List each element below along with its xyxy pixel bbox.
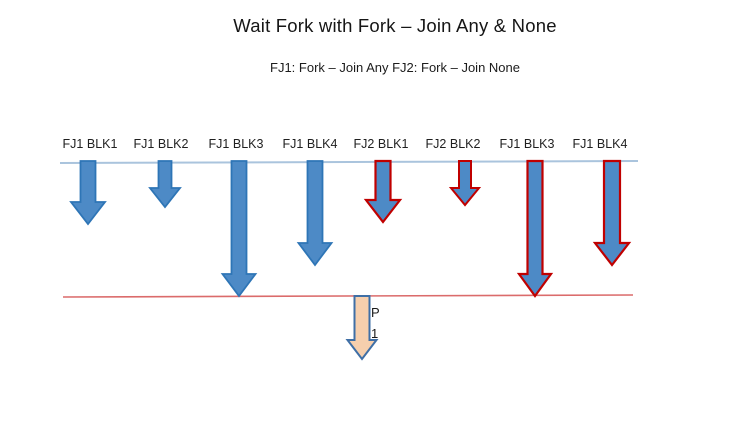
- block-arrow-1: [69, 160, 107, 226]
- block-arrow-4: [296, 160, 334, 267]
- block-label-5: FJ2 BLK1: [354, 137, 409, 151]
- slide-subtitle: FJ1: Fork – Join Any FJ2: Fork – Join No…: [270, 60, 520, 75]
- block-label-6: FJ2 BLK2: [426, 137, 481, 151]
- block-label-1: FJ1 BLK1: [63, 137, 118, 151]
- process-label-2: 1: [371, 326, 378, 341]
- process-arrow: [345, 295, 379, 361]
- block-label-7: FJ1 BLK3: [500, 137, 555, 151]
- block-arrow-5: [363, 159, 403, 224]
- block-label-3: FJ1 BLK3: [209, 137, 264, 151]
- slide-title: Wait Fork with Fork – Join Any & None: [233, 15, 557, 36]
- join-line: [62, 294, 634, 298]
- fork-start-line: [59, 160, 639, 164]
- block-arrow-6: [448, 160, 482, 207]
- block-label-8: FJ1 BLK4: [573, 137, 628, 151]
- process-label-1: P: [371, 305, 380, 320]
- block-arrow-2: [148, 160, 182, 209]
- block-label-4: FJ1 BLK4: [283, 137, 338, 151]
- block-arrow-8: [592, 159, 632, 267]
- block-arrow-7: [516, 159, 554, 298]
- block-label-2: FJ1 BLK2: [134, 137, 189, 151]
- block-arrow-3: [220, 160, 258, 298]
